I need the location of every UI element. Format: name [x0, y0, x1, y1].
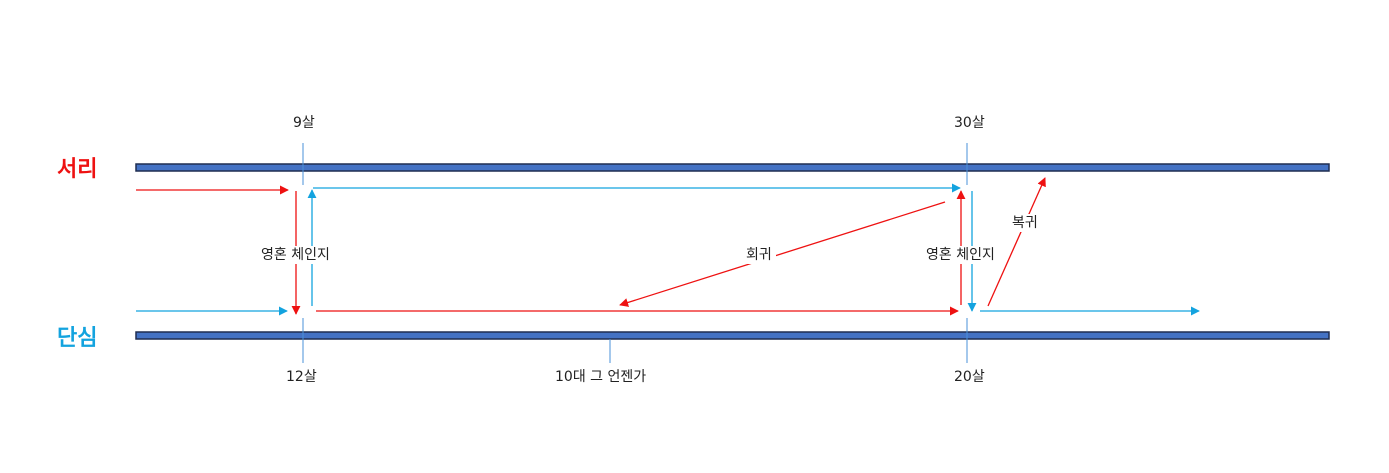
track-name-bottom: 단심	[57, 326, 98, 351]
age-label-bottom-middle: 10대 그 언젠가	[555, 369, 647, 385]
event-label-swap-second: 영혼 체인지	[924, 246, 997, 264]
age-label-top-first: 9살	[293, 115, 315, 131]
event-label-swap-first: 영혼 체인지	[259, 246, 332, 264]
age-label-bottom-first: 12살	[286, 369, 317, 385]
bottom-timeline-bar	[135, 331, 1330, 340]
age-label-top-second: 30살	[954, 115, 985, 131]
top-timeline-bar	[135, 163, 1330, 172]
event-label-return: 회귀	[742, 246, 776, 264]
red-arrow-restore	[987, 177, 1046, 307]
red-arrow-return	[619, 201, 946, 307]
track-name-top: 서리	[57, 157, 98, 182]
age-label-bottom-second: 20살	[954, 369, 985, 385]
event-label-restore: 복귀	[1010, 214, 1040, 232]
